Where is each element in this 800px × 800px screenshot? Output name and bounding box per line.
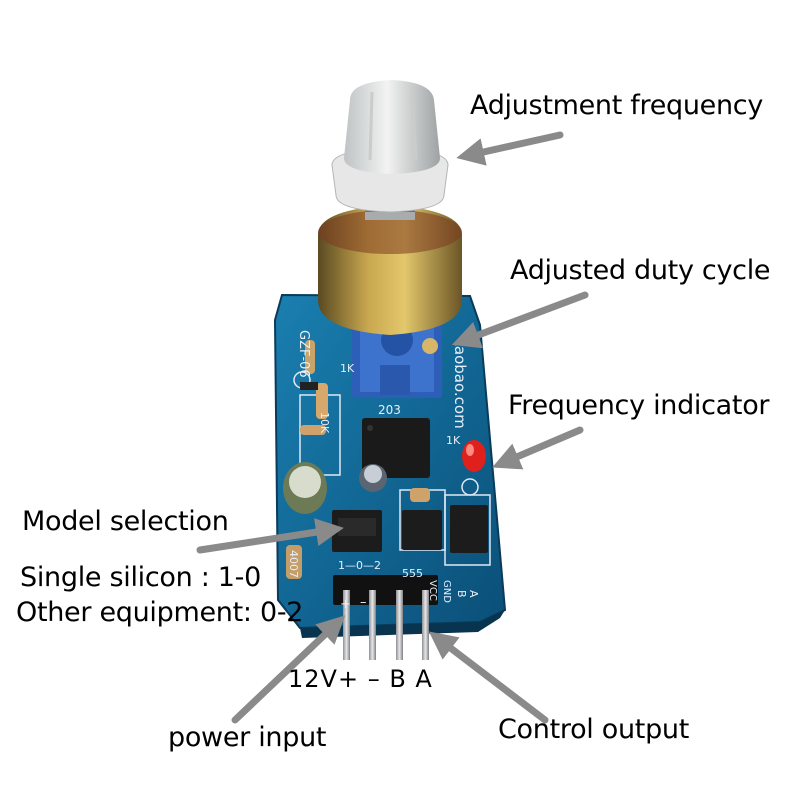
header-pins: [333, 575, 438, 660]
svg-text:+: +: [340, 597, 351, 612]
label-power-input: power input: [168, 722, 327, 753]
svg-text:A: A: [467, 590, 480, 598]
arrow-frequency-indicator: [492, 426, 584, 470]
label-frequency-indicator: Frequency indicator: [508, 390, 770, 421]
label-pins: 12V+ – B A: [288, 665, 433, 693]
svg-text:B: B: [455, 590, 468, 598]
label-adjusted-duty-cycle: Adjusted duty cycle: [510, 255, 771, 286]
svg-text:GZF-06: GZF-06: [296, 330, 311, 378]
svg-text:–: –: [360, 595, 367, 610]
svg-text:1K: 1K: [340, 362, 355, 375]
svg-text:taobao.com: taobao.com: [451, 340, 469, 429]
arrow-control-output: [428, 631, 549, 724]
components: [283, 340, 488, 579]
silkscreen-text: GZF-06 taobao.com 1K 1K 203 1—0—2 555 10…: [287, 330, 480, 612]
label-model-selection: Model selection: [22, 506, 229, 537]
label-control-output: Control output: [498, 714, 690, 745]
annotation-arrows: [196, 131, 589, 724]
arrow-power-input: [231, 615, 346, 724]
svg-text:10K: 10K: [318, 412, 331, 434]
svg-text:1K: 1K: [446, 434, 461, 447]
svg-text:VCC: VCC: [427, 580, 438, 601]
arrow-duty-cycle: [451, 291, 589, 349]
timer-chip: [362, 418, 430, 478]
frequency-potentiometer: [318, 80, 462, 335]
svg-text:4007: 4007: [287, 550, 300, 578]
arrow-model-selection: [196, 518, 344, 554]
svg-text:GND: GND: [441, 580, 452, 603]
svg-text:203: 203: [378, 403, 401, 417]
label-other-equipment: Other equipment: 0-2: [16, 597, 304, 628]
label-single-silicon: Single silicon : 1-0: [20, 562, 261, 593]
svg-text:1—0—2: 1—0—2: [338, 559, 381, 572]
arrow-adjustment-frequency: [456, 131, 564, 166]
svg-text:555: 555: [402, 567, 423, 580]
frequency-led: [462, 440, 486, 472]
label-adjustment-frequency: Adjustment frequency: [470, 90, 764, 121]
